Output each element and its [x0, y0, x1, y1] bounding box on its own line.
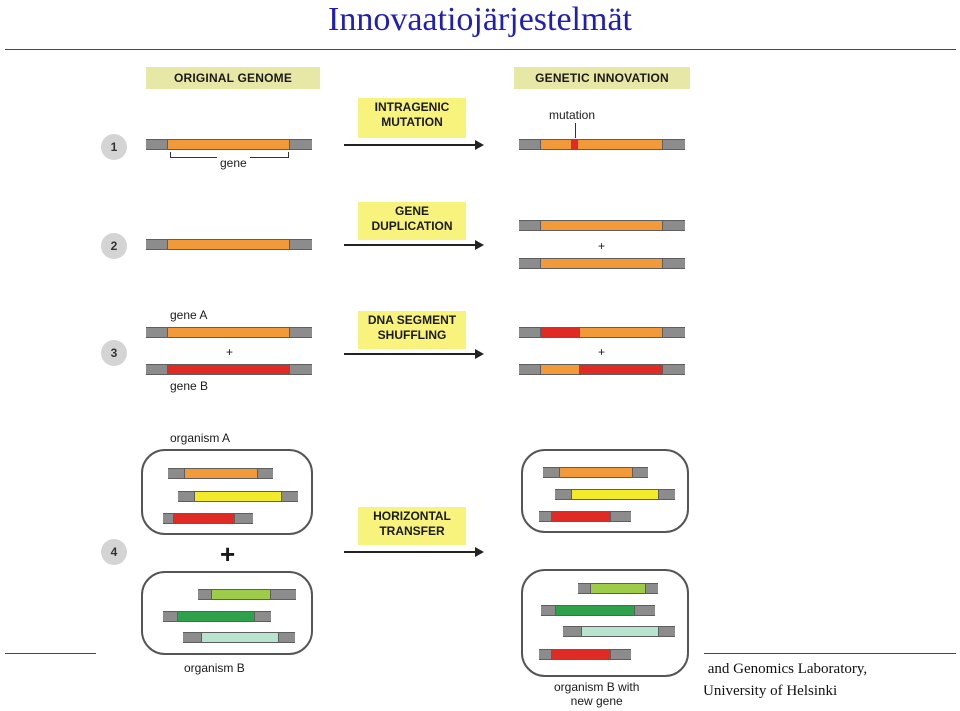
organism-b-dna-1 — [198, 589, 296, 600]
organism-a-result-dna-2 — [555, 489, 675, 500]
footer-divider-left — [5, 653, 97, 654]
process-line2: MUTATION — [381, 115, 443, 129]
organism-b-dna-3 — [183, 632, 295, 643]
organism-a-dna-2 — [178, 491, 298, 502]
organism-a-dna-3 — [163, 513, 253, 524]
step3-shuffled-dna-top — [519, 327, 685, 338]
footer-affiliation-line2: y, University of Helsinki — [689, 683, 838, 699]
organism-a-dna-1 — [168, 468, 273, 479]
process-intragenic-mutation: INTRAGENIC MUTATION — [358, 98, 466, 138]
step1-gene-segment — [167, 139, 290, 150]
genetic-innovation-diagram: ORIGINAL GENOME GENETIC INNOVATION 1 gen… — [96, 55, 704, 711]
step3-shuffled-dna-bottom — [519, 364, 685, 375]
process-line2: TRANSFER — [379, 524, 445, 538]
step2-duplicate-dna-top — [519, 220, 685, 231]
gene-label: gene — [217, 156, 250, 170]
step4-arrow — [344, 547, 484, 557]
organism-a-result-orange-gene — [559, 467, 633, 478]
header-genetic-innovation: GENETIC INNOVATION — [514, 67, 690, 89]
step2-duplicate-gene-top — [540, 220, 663, 231]
organism-b-pale-green-gene — [201, 632, 279, 643]
gene-b-label: gene B — [170, 379, 209, 393]
organism-b-with-new-gene — [521, 569, 689, 677]
organism-a-label: organism A — [170, 431, 231, 445]
step2-duplicate-gene-bottom — [540, 258, 663, 269]
shuffled-bottom-orange-part — [540, 364, 580, 375]
step1-arrow — [344, 140, 484, 150]
organism-b-dark-green-gene — [177, 611, 255, 622]
organism-a-result-red-gene — [551, 511, 611, 522]
organism-a — [141, 449, 313, 535]
organism-b-new-label-line2: new gene — [570, 694, 623, 708]
organism-a-result-dna-3 — [539, 511, 631, 522]
step3-arrow — [344, 349, 484, 359]
step1-original-dna — [146, 139, 312, 150]
step3-gene-a-dna — [146, 327, 312, 338]
organism-b-transferred-red-gene — [551, 649, 611, 660]
organism-b-dna-2 — [163, 611, 271, 622]
organism-b — [141, 571, 313, 655]
step3-gene-b-dna — [146, 364, 312, 375]
step2-gene-segment — [167, 239, 290, 250]
organism-b-new-pale-green-gene — [581, 626, 659, 637]
title-divider — [5, 49, 956, 50]
mutation-pointer — [575, 123, 576, 138]
process-horizontal-transfer: HORIZONTAL TRANSFER — [358, 507, 466, 545]
organism-b-light-green-gene — [211, 589, 271, 600]
organism-a-orange-gene — [184, 468, 258, 479]
organism-a-result — [521, 449, 689, 533]
organism-plus: + — [220, 539, 236, 569]
step-number-4: 4 — [101, 539, 127, 565]
organism-a-result-yellow-gene — [571, 489, 659, 500]
mutation-label: mutation — [549, 108, 596, 122]
organism-b-label: organism B — [184, 661, 245, 675]
organism-b-new-dna-4 — [539, 649, 631, 660]
step2-plus: + — [598, 239, 606, 253]
process-dna-segment-shuffling: DNA SEGMENT SHUFFLING — [358, 311, 466, 349]
gene-a-label: gene A — [170, 308, 208, 322]
step2-arrow — [344, 240, 484, 250]
footer-affiliation-line1: ng and Genomics Laboratory, — [689, 661, 868, 677]
shuffled-top-red-part — [540, 327, 580, 338]
process-line2: DUPLICATION — [371, 219, 453, 233]
mutation-site — [571, 139, 578, 150]
organism-b-new-dna-1 — [578, 583, 658, 594]
step3-plus-right: + — [598, 345, 606, 359]
organism-b-new-dna-2 — [541, 605, 655, 616]
shuffled-top-orange-part — [579, 327, 663, 338]
shuffled-bottom-red-part — [579, 364, 663, 375]
step2-original-dna — [146, 239, 312, 250]
step-number-1: 1 — [101, 134, 127, 160]
step-number-3: 3 — [101, 340, 127, 366]
step1-mutated-dna — [519, 139, 685, 150]
process-line1: INTRAGENIC — [374, 100, 450, 114]
organism-b-new-dna-3 — [563, 626, 675, 637]
gene-b-segment — [167, 364, 290, 375]
organism-b-new-dark-green-gene — [555, 605, 635, 616]
process-line2: SHUFFLING — [377, 328, 447, 342]
organism-a-yellow-gene — [194, 491, 282, 502]
process-line1: DNA SEGMENT — [367, 313, 457, 327]
header-original-genome: ORIGINAL GENOME — [146, 67, 320, 89]
step1-mutated-gene-segment — [540, 139, 663, 150]
organism-b-new-label-line1: organism B with — [554, 680, 640, 694]
slide-title: Innovaatiojärjestelmät — [328, 1, 632, 38]
step-number-2: 2 — [101, 233, 127, 259]
organism-a-result-dna-1 — [543, 467, 648, 478]
process-gene-duplication: GENE DUPLICATION — [358, 202, 466, 240]
process-line1: HORIZONTAL — [373, 509, 451, 523]
organism-a-red-gene — [173, 513, 235, 524]
organism-b-new-light-green-gene — [590, 583, 646, 594]
gene-a-segment — [167, 327, 290, 338]
footer-divider-right — [700, 653, 956, 654]
organism-b-new-label: organism B with new gene — [554, 680, 639, 708]
step2-duplicate-dna-bottom — [519, 258, 685, 269]
step3-plus-left: + — [226, 345, 234, 359]
process-line1: GENE — [394, 204, 429, 218]
